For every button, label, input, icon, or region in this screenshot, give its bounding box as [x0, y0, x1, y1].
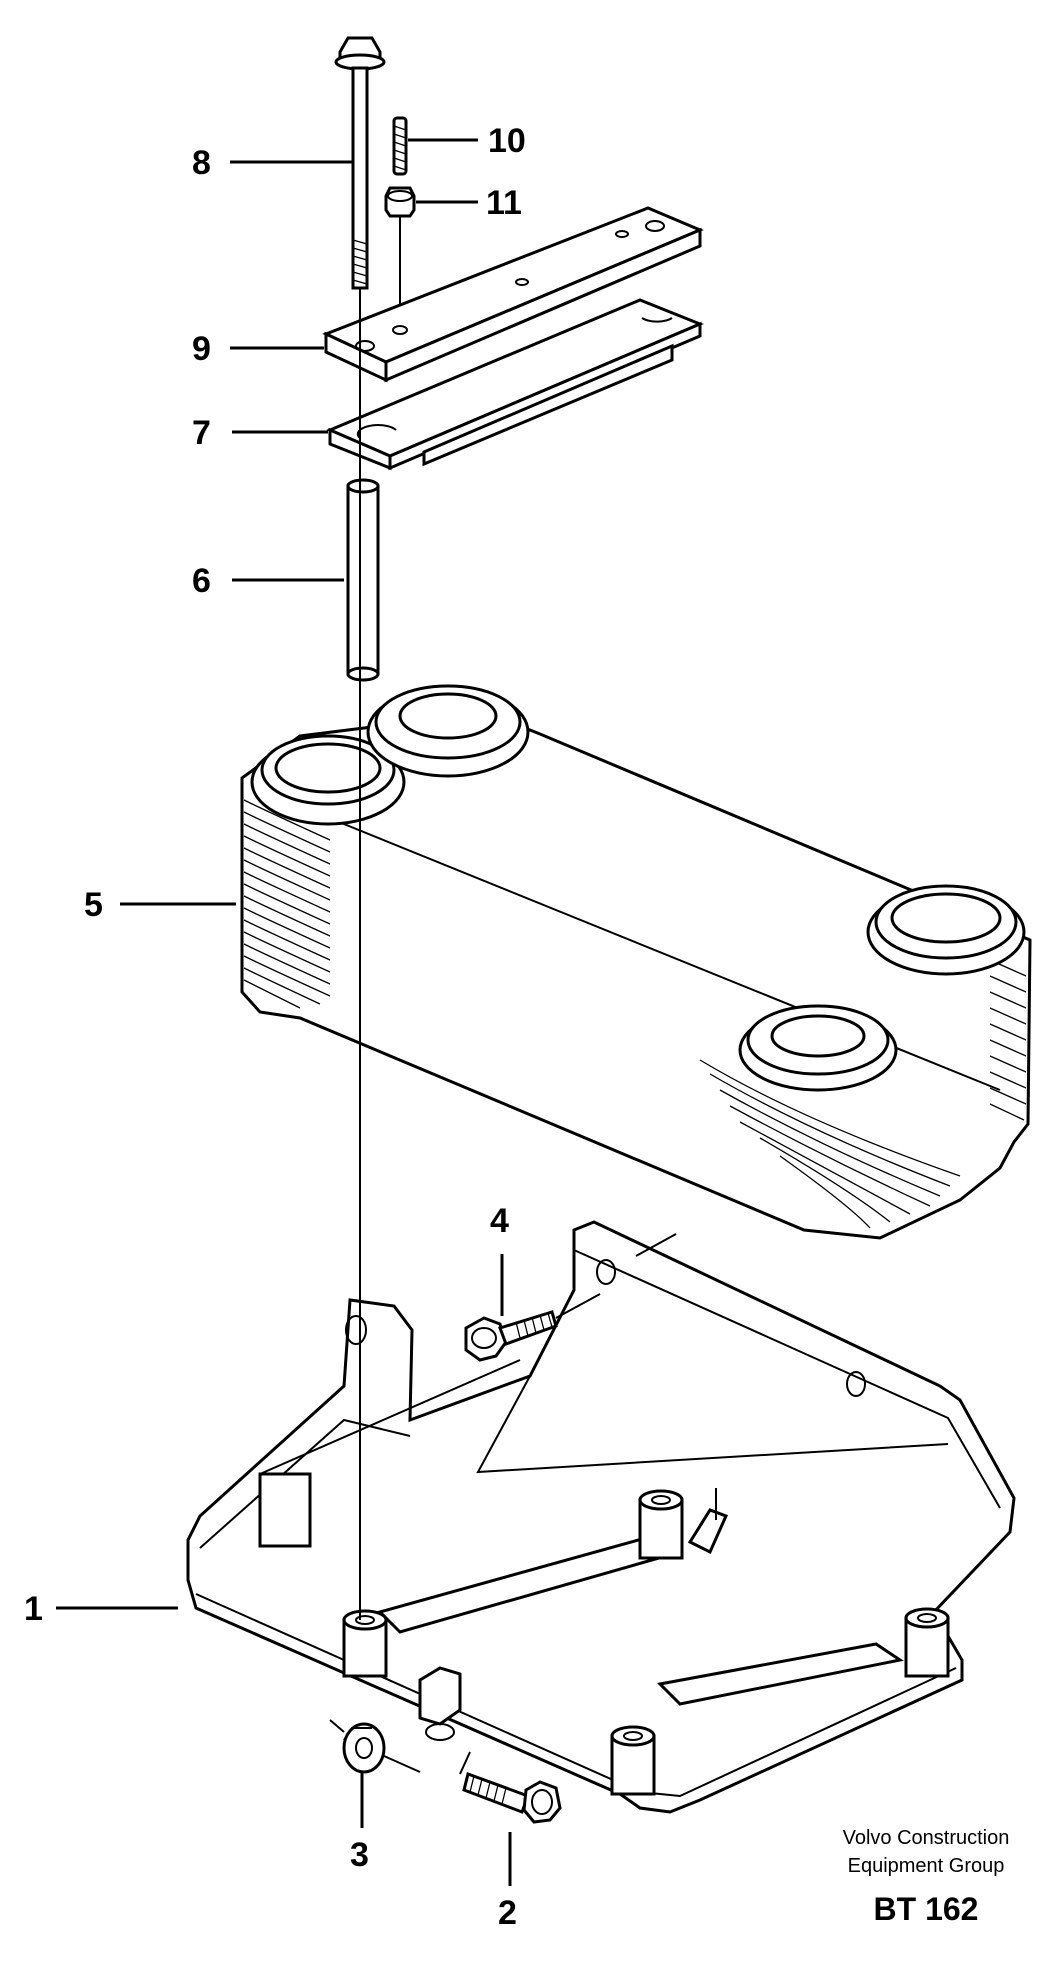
part-2-bolt	[462, 1772, 562, 1824]
part-1-bracket	[186, 1220, 1016, 1814]
part-10-stud	[392, 116, 408, 176]
part-9-upper-plate	[322, 206, 704, 383]
part-5-oil-cooler	[240, 684, 1032, 1240]
bracket-bushing-front-left	[342, 1609, 388, 1678]
callout-3: 3	[350, 1836, 369, 1874]
callout-7: 7	[192, 414, 211, 452]
part-4-flange-bolt	[464, 1310, 558, 1362]
callout-10: 10	[488, 122, 526, 160]
drawing-code: BT 162	[874, 1891, 979, 1927]
part-11-nut	[384, 186, 416, 218]
callout-8: 8	[192, 144, 211, 182]
part-7-lower-plate	[326, 298, 704, 471]
callout-2: 2	[498, 1894, 517, 1932]
credit-line-1: Volvo Construction	[843, 1827, 1010, 1849]
bracket-bushing-front-right	[610, 1725, 656, 1796]
callout-11: 11	[486, 184, 522, 222]
callout-5: 5	[84, 886, 103, 924]
callout-6: 6	[192, 562, 211, 600]
bracket-bushing-rear-right	[904, 1607, 950, 1678]
part-3-washer	[342, 1722, 386, 1774]
callout-1: 1	[24, 1590, 43, 1628]
bracket-bushing-rear-left	[638, 1489, 684, 1560]
callout-4: 4	[490, 1202, 509, 1240]
credit-line-2: Equipment Group	[848, 1855, 1005, 1877]
part-6-spacer-tube	[346, 478, 380, 682]
callout-9: 9	[192, 330, 211, 368]
leader-lines	[56, 138, 512, 1886]
